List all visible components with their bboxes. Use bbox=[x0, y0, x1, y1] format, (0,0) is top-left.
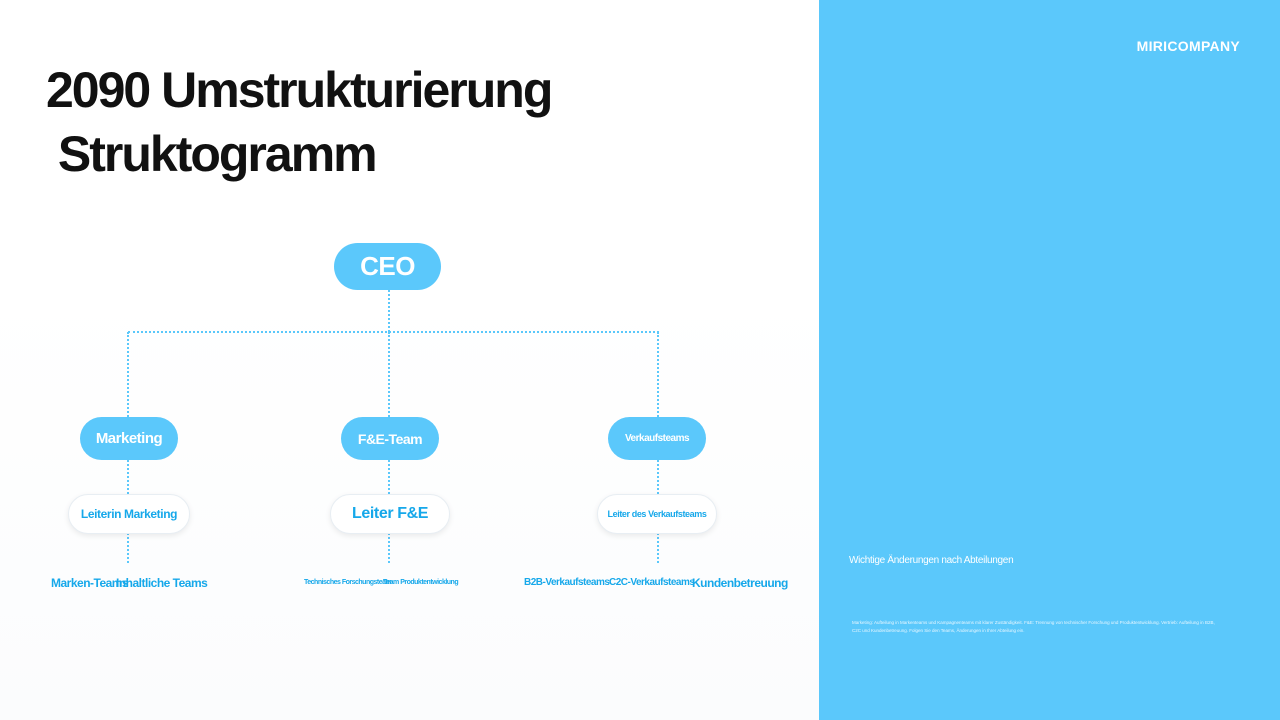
lead-node-sales: Leiter des Verkaufsteams bbox=[597, 494, 717, 534]
connector-sales-teams bbox=[657, 533, 659, 563]
connector-marketing-lead bbox=[127, 460, 129, 494]
brand-logo: MIRICOMPANY bbox=[1136, 38, 1240, 54]
connector-fe bbox=[388, 332, 390, 417]
lead-node-marketing: Leiterin Marketing bbox=[68, 494, 190, 534]
connector-fe-teams bbox=[388, 533, 390, 563]
team-label-marken: Marken-Teams bbox=[51, 576, 129, 590]
connector-ceo-down bbox=[388, 290, 390, 332]
connector-marketing bbox=[127, 332, 129, 417]
side-panel bbox=[819, 0, 1280, 720]
department-node-marketing: Marketing bbox=[80, 417, 178, 460]
content-area bbox=[0, 0, 819, 720]
department-node-sales: Verkaufsteams bbox=[608, 417, 706, 460]
connector-sales-lead bbox=[657, 460, 659, 494]
team-label-b2b: B2B-Verkaufsteams bbox=[524, 577, 610, 588]
connector-sales bbox=[657, 332, 659, 417]
team-label-produkt: Team Produktentwicklung bbox=[383, 579, 459, 586]
lead-node-fe: Leiter F&E bbox=[330, 494, 450, 534]
connector-horizontal bbox=[128, 331, 659, 333]
page-title: 2090 Umstrukturierung Struktogramm bbox=[46, 62, 553, 182]
department-node-fe: F&E-Team bbox=[341, 417, 439, 460]
ceo-node: CEO bbox=[334, 243, 441, 290]
team-label-c2c: C2C-Verkaufsteams bbox=[609, 577, 695, 588]
team-label-kundenbetreuung: Kundenbetreuung bbox=[692, 576, 788, 590]
team-label-forschung: Technisches Forschungsteam bbox=[304, 579, 392, 586]
team-label-inhalt: Inhaltliche Teams bbox=[116, 576, 208, 590]
connector-fe-lead bbox=[388, 460, 390, 494]
panel-body-text: Marketing: Aufteilung in Markenteams und… bbox=[852, 620, 1215, 633]
connector-marketing-teams bbox=[127, 533, 129, 563]
panel-heading: Wichtige Änderungen nach Abteilungen bbox=[849, 555, 1014, 566]
